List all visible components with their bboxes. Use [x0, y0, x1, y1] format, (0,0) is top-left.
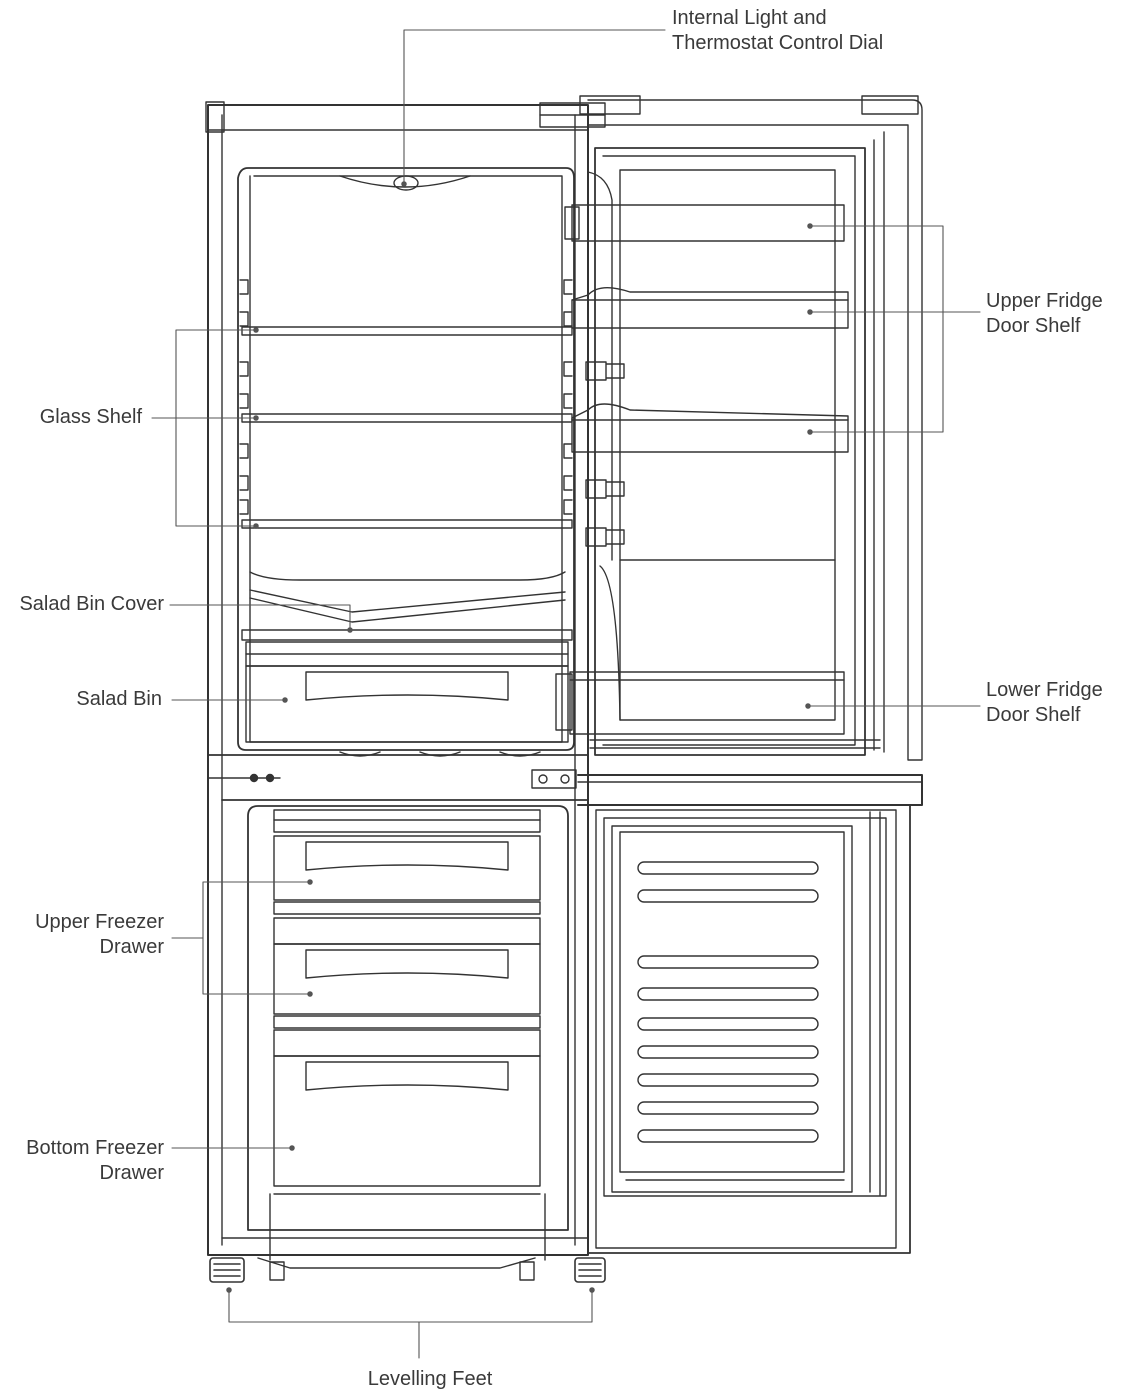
leader-lines	[151, 29, 981, 1359]
bottom-freezer-drawer	[269, 1029, 546, 1261]
lower-fridge-door-shelf	[555, 671, 845, 735]
label-lower-fridge-door-shelf: Lower Fridge Door Shelf	[986, 679, 1103, 726]
cabinet-body	[205, 101, 606, 1281]
fridge-door	[579, 95, 923, 761]
label-salad-bin-cover: Salad Bin Cover	[19, 593, 164, 615]
label-glass-shelf: Glass Shelf	[39, 406, 142, 428]
label-bottom-freezer-drawer: Bottom Freezer Drawer	[26, 1137, 164, 1184]
levelling-feet	[209, 1257, 606, 1283]
freezer-liner	[247, 805, 569, 1231]
thermostat-light	[339, 175, 471, 191]
freezer-door	[577, 774, 923, 1254]
freezer-door-ribs	[637, 861, 819, 1143]
glass-shelves	[241, 326, 573, 529]
upper-fridge-door-shelves	[564, 204, 849, 453]
upper-freezer-drawer-1	[273, 835, 541, 915]
label-levelling-feet: Levelling Feet	[367, 1368, 493, 1390]
salad-bin-cover	[241, 571, 573, 641]
label-salad-bin: Salad Bin	[76, 688, 162, 710]
fridge-liner	[237, 167, 575, 751]
upper-freezer-drawer-2	[273, 917, 541, 1029]
label-upper-freezer-drawer: Upper Freezer Drawer	[35, 911, 164, 958]
label-internal-light: Internal Light and Thermostat Control Di…	[672, 7, 884, 54]
salad-bin	[245, 641, 569, 757]
label-upper-fridge-door-shelf: Upper Fridge Door Shelf	[986, 290, 1103, 337]
